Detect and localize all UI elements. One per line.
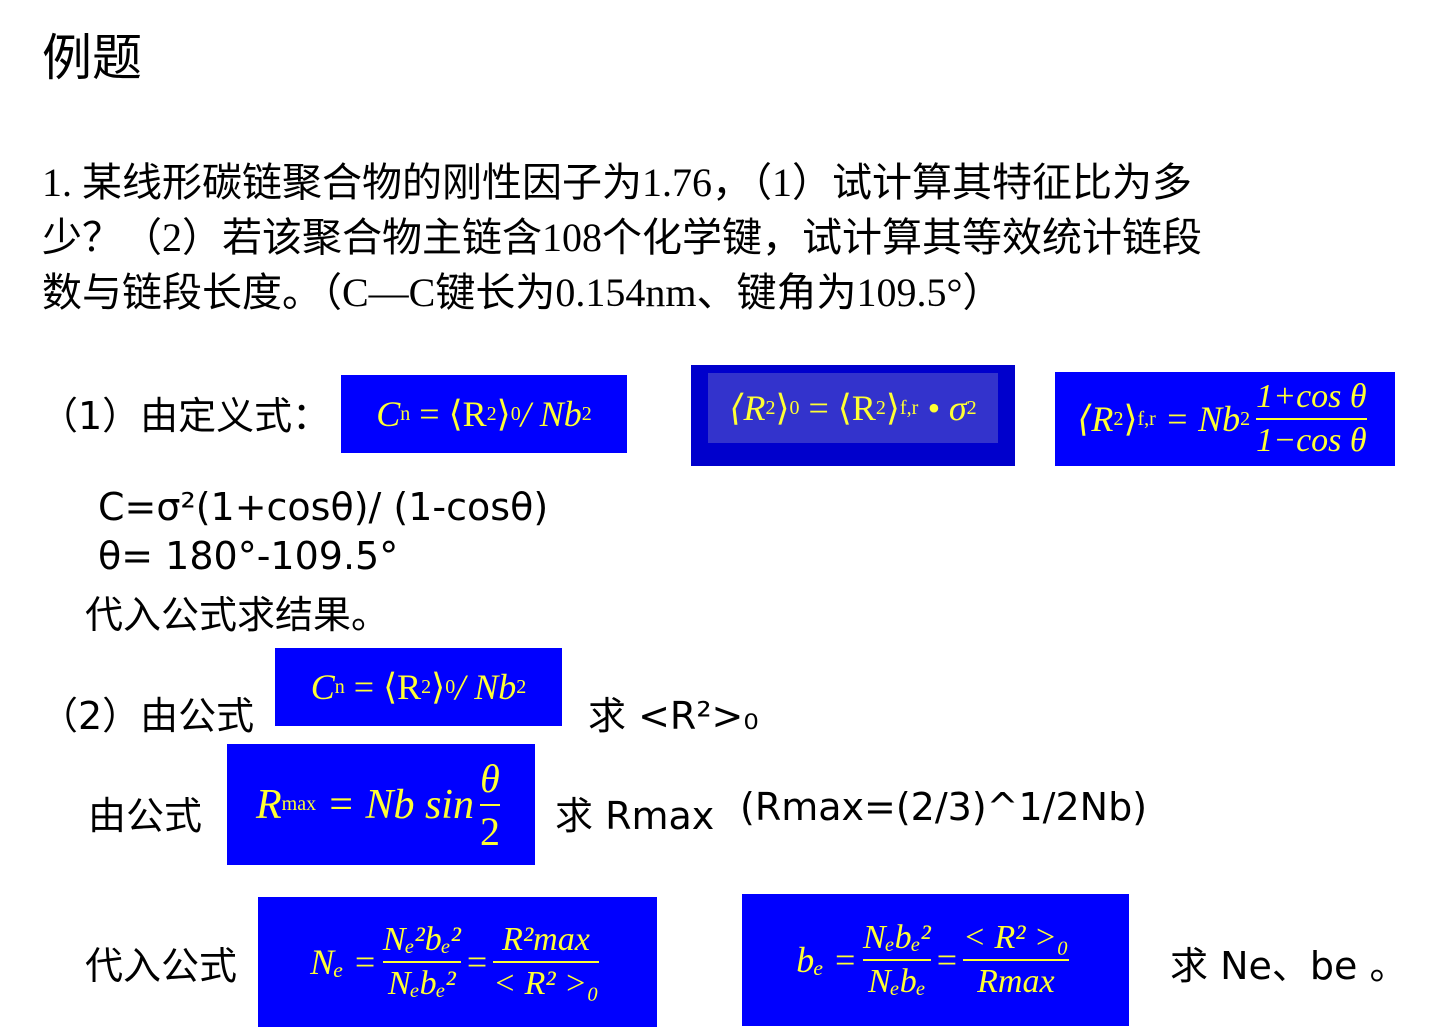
rmax-value-text: (Rmax=(2/3)^1/2Nb)	[740, 785, 1148, 829]
part1-label: （1）由定义式：	[40, 394, 331, 438]
equation-line: θ= 180°-109.5°	[98, 534, 399, 578]
slide-title: 例题	[42, 29, 142, 87]
question-line: 1. 某线形碳链聚合物的刚性因子为1.76，（1）试计算其特征比为多	[42, 160, 1192, 205]
part2-label3: 代入公式	[85, 944, 238, 988]
find-r0-text: 求 <R²>₀	[588, 694, 759, 738]
find-ne-be-text: 求 Ne、be 。	[1170, 944, 1408, 988]
part2-label: （2）由公式	[40, 694, 255, 738]
equation-line: C=σ²(1+cosθ)/ (1-cosθ)	[98, 485, 549, 529]
part2-label2: 由公式	[88, 794, 203, 838]
find-rmax-text: 求 Rmax	[555, 794, 715, 838]
instruction-line: 代入公式求结果。	[85, 593, 390, 637]
question-line: 数与链段长度。（C—C键长为0.154nm、键角为109.5°）	[42, 270, 1003, 315]
question-line: 少？（2）若该聚合物主链含108个化学键，试计算其等效统计链段	[42, 215, 1202, 260]
